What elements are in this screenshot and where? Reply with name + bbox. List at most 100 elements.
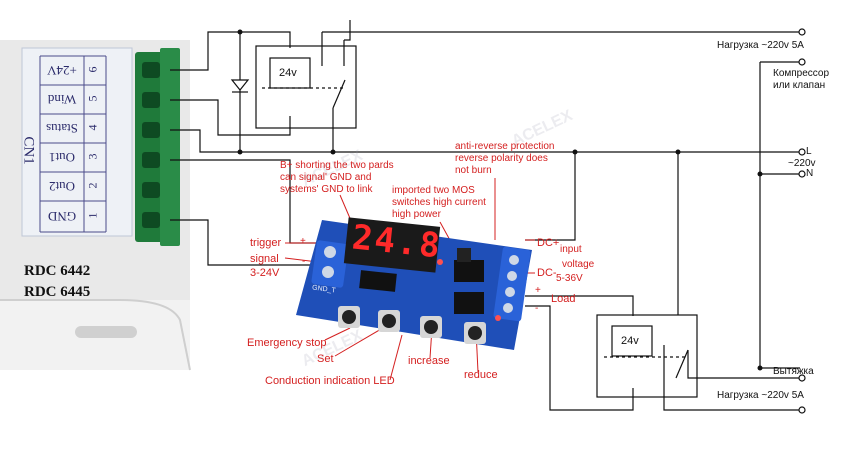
indicator-led [437, 259, 443, 265]
top-relay-coil-label: 24v [279, 67, 297, 79]
mosfet [454, 292, 484, 314]
annotation-dc-plus: DC+ [537, 237, 560, 249]
enclosure-slot [75, 326, 137, 338]
push-button-icon [378, 310, 400, 332]
annotation-load-plus: + [535, 285, 541, 296]
junction-dot [237, 29, 243, 35]
wire-wind [170, 99, 291, 136]
led-display [343, 217, 441, 273]
controller-panel-drawing [0, 40, 191, 371]
label-compressor-2: или клапан [773, 80, 826, 91]
terminal-screw [142, 122, 160, 138]
terminal-circle-icon [798, 406, 806, 414]
junction-dot [675, 149, 681, 155]
model-name: RDC 6445 [24, 284, 91, 300]
wire-load-bottom [663, 345, 800, 411]
annotation-bplus-line3: systems' GND to link [280, 184, 373, 195]
junction-dot [237, 149, 243, 155]
annotation-plus: + [300, 236, 306, 247]
terminal-screw [505, 287, 515, 297]
terminal-screw [509, 255, 519, 265]
bottom-relay-switch [675, 349, 689, 379]
diode-icon [230, 79, 250, 93]
timer-module [296, 217, 532, 350]
label-load-bottom: Нагрузка ~220v 5A [717, 390, 804, 401]
wire-gnd-trigger [170, 219, 318, 266]
junction-dot [330, 149, 336, 155]
wire-load-plus [525, 295, 634, 316]
label-l-terminal: L [806, 146, 812, 157]
model-name: RDC 6442 [24, 263, 91, 279]
terminal-circle-icon [798, 148, 806, 156]
wire-24v [170, 31, 240, 71]
trigger-terminal [311, 240, 349, 288]
pointer-line [324, 327, 351, 341]
terminal-screw [142, 152, 160, 168]
wire-nc-stub [344, 20, 351, 41]
wire-top-bus [240, 31, 291, 48]
annotation-anti-line3: not burn [455, 165, 492, 176]
wire-dc-plus [525, 152, 576, 241]
annotation-increase: increase [408, 355, 450, 367]
bottom-relay-box [596, 314, 698, 398]
annotation-voltage: voltage [562, 259, 595, 270]
annotation-trigger: trigger [250, 237, 282, 249]
terminal-circle-icon [798, 374, 806, 382]
terminal-screw [507, 271, 517, 281]
annotation-emergency: Emergency stop [247, 337, 327, 349]
wire-load-minus [525, 305, 634, 411]
push-button-icon [338, 306, 360, 328]
terminal-circle-icon [798, 28, 806, 36]
annotation-load: Load [551, 293, 576, 305]
terminal-screw [142, 182, 160, 198]
terminal-screw [142, 212, 160, 228]
ic-chip [359, 270, 397, 292]
component [457, 248, 471, 262]
bottom-relay-coil [611, 325, 653, 357]
terminal-screw [142, 92, 160, 108]
annotation-voltage-range: 5-36V [556, 273, 583, 284]
terminal-circle-icon [798, 170, 806, 178]
push-button-icon [420, 316, 442, 338]
annotation-load-minus: - [535, 303, 539, 314]
annotation-signal-range: 3-24V [250, 267, 280, 279]
junction-dot [757, 365, 763, 371]
annotation-mos-line2: switches high current [392, 197, 486, 208]
wire-exhaust-link [687, 350, 800, 379]
top-relay-box [255, 45, 357, 129]
label-voltage: ~220v [788, 158, 816, 169]
bottom-relay-coil-label: 24v [621, 335, 639, 347]
junction-dot [757, 171, 763, 177]
label-compressor-1: Компрессор [773, 68, 830, 79]
annotation-minus: - [302, 256, 306, 267]
top-relay-coil [269, 57, 311, 89]
enclosure-edge [0, 299, 191, 371]
annotation-anti-line1: anti-reverse protection [455, 141, 555, 152]
terminal-screw [322, 266, 334, 278]
power-terminal [493, 246, 531, 322]
mosfet [454, 260, 484, 282]
annotation-bplus-line2: can signal' GND and [280, 172, 372, 183]
label-load-top: Нагрузка ~220v 5A [717, 40, 804, 51]
push-button-icon [464, 322, 486, 344]
terminal-screw [503, 303, 513, 313]
wire-status-l-bus [170, 129, 800, 153]
indicator-led [495, 315, 501, 321]
label-n-terminal: N [806, 168, 814, 179]
annotation-input: input [560, 244, 582, 255]
annotation-dc-minus: DC- [537, 267, 557, 279]
annotation-set: Set [317, 353, 334, 365]
annotation-led: Conduction indication LED [265, 375, 395, 387]
pointer-line [389, 334, 403, 381]
annotation-signal: signal [250, 253, 279, 265]
top-relay-switch [332, 79, 346, 109]
annotation-anti-line2: reverse polarity does [455, 153, 548, 164]
green-terminal-side [160, 48, 180, 246]
terminal-screw [324, 246, 336, 258]
junction-dot [572, 149, 578, 155]
annotation-mos-line1: imported two MOS [392, 185, 475, 196]
annotation-reduce: reduce [464, 369, 498, 381]
label-exhaust: Вытяжка [773, 366, 814, 377]
